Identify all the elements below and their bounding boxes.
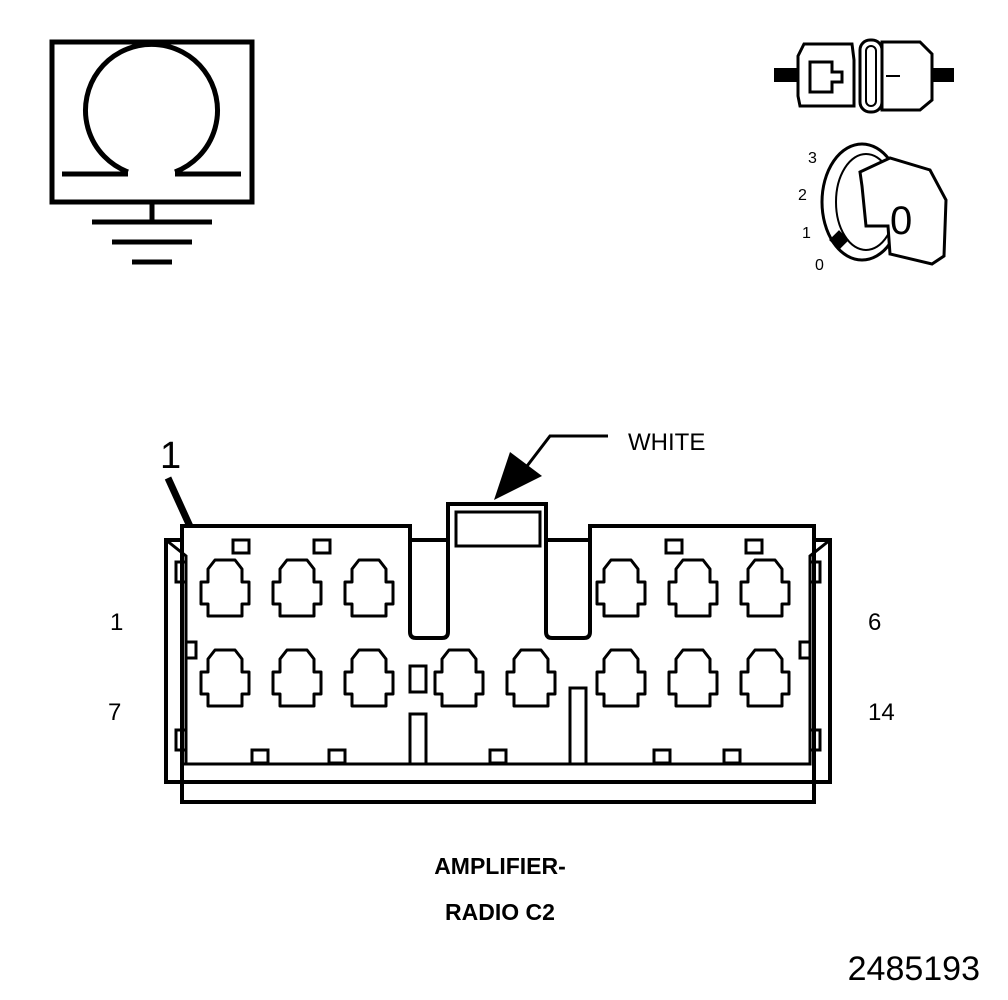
cavity xyxy=(271,648,323,708)
cavity xyxy=(433,648,485,708)
connector-name-line2: RADIO C2 xyxy=(445,899,555,925)
cavity-label-bottom-left: 7 xyxy=(108,699,121,726)
cavity xyxy=(739,558,791,618)
ignition-position-1: 1 xyxy=(802,225,811,242)
connector-name-line1: AMPLIFIER- xyxy=(434,853,566,879)
color-label: WHITE xyxy=(628,429,705,456)
cavity xyxy=(595,558,647,618)
cavity-label-top-right: 6 xyxy=(868,609,881,636)
figure-id: 2485193 xyxy=(848,950,980,988)
cavity xyxy=(505,648,557,708)
cavity-label-bottom-right: 14 xyxy=(868,699,895,726)
disconnected-connector-icon xyxy=(774,38,954,114)
cavity xyxy=(271,558,323,618)
ignition-position-0: 0 xyxy=(815,257,824,274)
callout-number: 1 xyxy=(160,435,181,477)
cavity xyxy=(199,648,251,708)
ignition-key-off-icon: 3 2 1 0 0 xyxy=(798,142,948,274)
cavity xyxy=(595,648,647,708)
cavity xyxy=(199,558,251,618)
ignition-position-2: 2 xyxy=(798,187,807,204)
cavity xyxy=(343,648,395,708)
cavity xyxy=(739,648,791,708)
ohm-meter-ground-icon xyxy=(49,39,255,265)
ignition-key-label: 0 xyxy=(890,199,912,243)
ignition-position-3: 3 xyxy=(808,150,817,167)
connector-body xyxy=(164,502,832,804)
color-leader-arrow xyxy=(494,434,608,500)
cavity xyxy=(343,558,395,618)
cavity xyxy=(667,648,719,708)
cavity xyxy=(667,558,719,618)
cavity-label-top-left: 1 xyxy=(110,609,123,636)
